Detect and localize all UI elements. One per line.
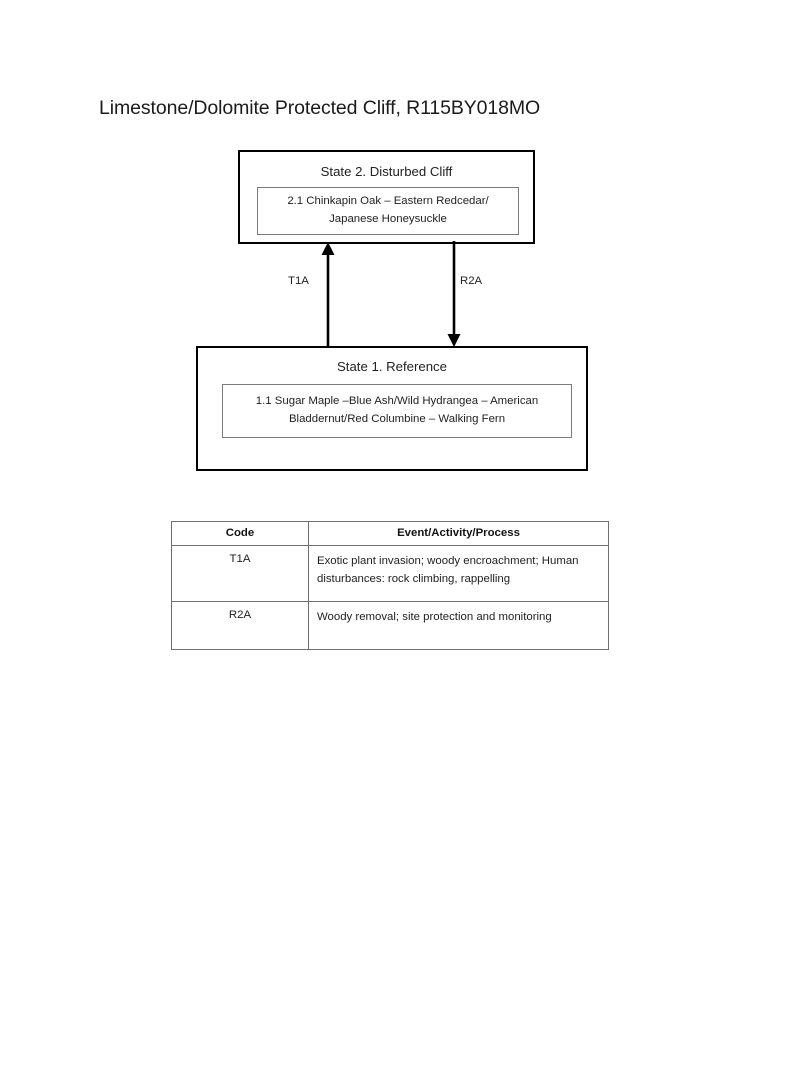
column-header-code: Code (171, 521, 309, 546)
state-heading-state-2: State 2. Disturbed Cliff (320, 164, 453, 179)
transition-label-r2a: R2A (460, 275, 483, 287)
transition-legend-table: Code Event/Activity/Process T1A Exotic p… (171, 521, 609, 650)
cell-code-r2a: R2A (171, 600, 309, 650)
table-row: R2A Woody removal; site protection and m… (171, 600, 609, 650)
column-header-event: Event/Activity/Process (308, 521, 609, 546)
phase-box-2-1: 2.1 Chinkapin Oak – Eastern Redcedar/ Ja… (257, 187, 519, 235)
transition-arrow-t1a (321, 242, 335, 348)
cell-code-t1a: T1A (171, 545, 309, 602)
cell-event-r2a: Woody removal; site protection and monit… (308, 600, 609, 650)
state-box-state-1: State 1. Reference 1.1 Sugar Maple –Blue… (196, 346, 588, 471)
table-row: T1A Exotic plant invasion; woody encroac… (171, 545, 609, 602)
cell-event-t1a: Exotic plant invasion; woody encroachmen… (308, 545, 609, 602)
phase-box-1-1: 1.1 Sugar Maple –Blue Ash/Wild Hydrangea… (222, 384, 572, 438)
state-heading-state-1: State 1. Reference (337, 359, 447, 374)
table-header-row: Code Event/Activity/Process (171, 521, 609, 546)
page-title: Limestone/Dolomite Protected Cliff, R115… (99, 97, 541, 119)
state-box-state-2: State 2. Disturbed Cliff 2.1 Chinkapin O… (238, 150, 535, 244)
transition-arrow-r2a (447, 241, 461, 347)
transition-label-t1a: T1A (288, 275, 309, 287)
